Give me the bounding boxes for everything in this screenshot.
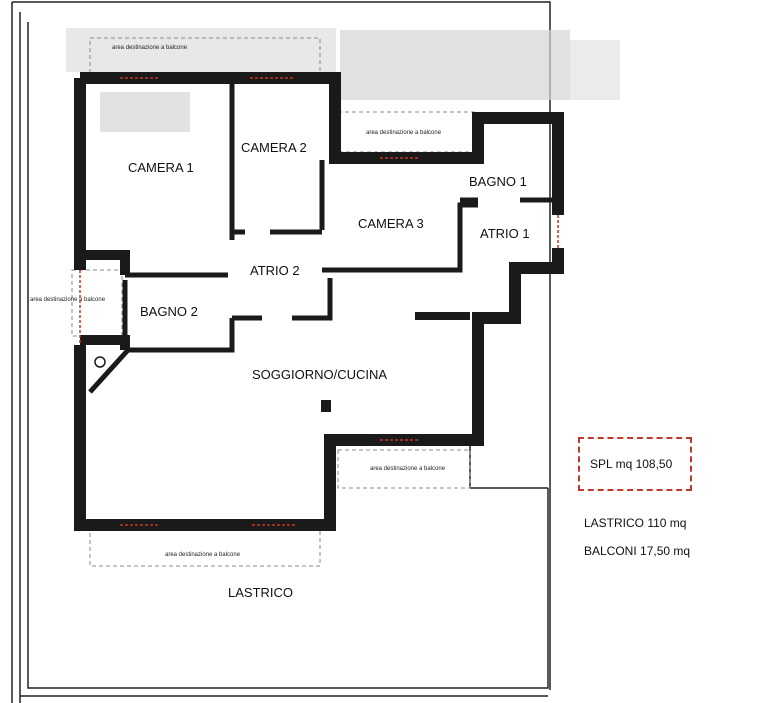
balcony-bottom-right bbox=[337, 449, 471, 489]
room-label-atrio-2: ATRIO 2 bbox=[250, 263, 300, 278]
balcony-label-top: area destinazione a balcone bbox=[112, 45, 188, 51]
room-label-bagno-2: BAGNO 2 bbox=[140, 304, 198, 319]
room-label-camera-1: CAMERA 1 bbox=[128, 160, 194, 175]
lastrico-area-label: LASTRICO 110 mq bbox=[584, 516, 687, 530]
balcony-label-right-top: area destinazione a balcone bbox=[366, 130, 442, 136]
walls bbox=[74, 72, 564, 531]
room-label-atrio-1: ATRIO 1 bbox=[480, 226, 530, 241]
spl-box: SPL mq 108,50 bbox=[578, 437, 692, 491]
room-label-soggiorno-cucina: SOGGIORNO/CUCINA bbox=[252, 367, 387, 382]
blurred-areas bbox=[66, 28, 620, 132]
balcony-bottom bbox=[89, 529, 321, 567]
windows bbox=[79, 77, 559, 526]
site-boundary bbox=[11, 1, 551, 703]
balconi-area-label: BALCONI 17,50 mq bbox=[584, 544, 691, 558]
room-label-bagno-1: BAGNO 1 bbox=[469, 174, 527, 189]
fixture-circle bbox=[94, 356, 106, 368]
room-label-camera-2: CAMERA 2 bbox=[241, 140, 307, 155]
room-label-lastrico: LASTRICO bbox=[228, 585, 293, 600]
balcony-label-bottom: area destinazione a balcone bbox=[165, 552, 241, 558]
room-label-camera-3: CAMERA 3 bbox=[358, 216, 424, 231]
spl-label: SPL mq 108,50 bbox=[590, 457, 673, 471]
balcony-label-left: area destinazione a balcone bbox=[30, 297, 106, 303]
balcony-label-bottom-right: area destinazione a balcone bbox=[370, 466, 446, 472]
